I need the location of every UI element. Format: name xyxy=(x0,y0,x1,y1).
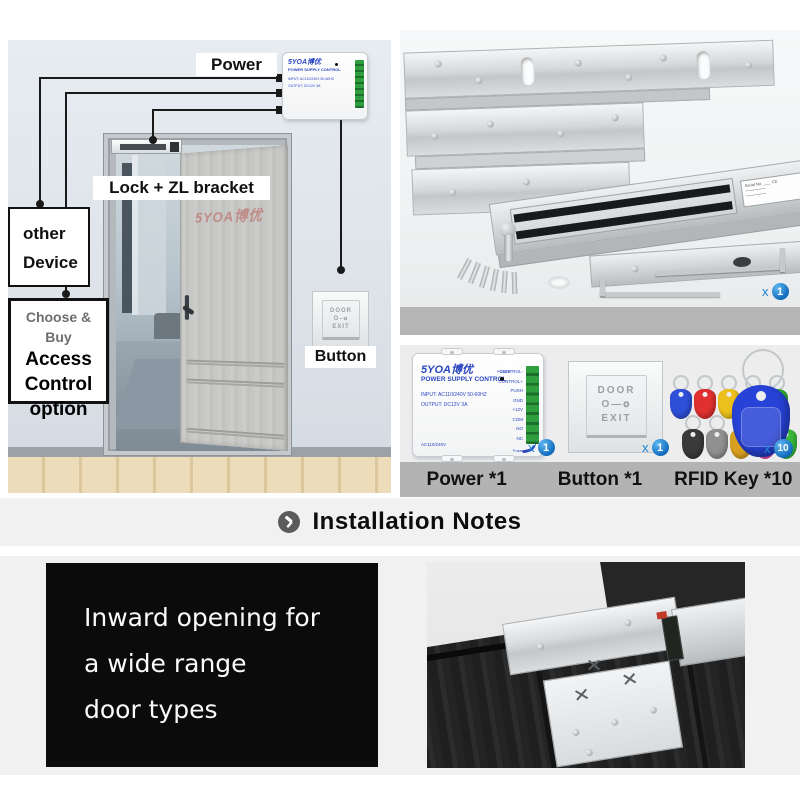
key-icon: O—𝐨 xyxy=(601,399,632,410)
choose-buy-text: Choose & Buy xyxy=(25,309,92,345)
power-led xyxy=(500,377,504,381)
quantity-badge: x 1 xyxy=(642,439,669,456)
quantity-badge: x 1 xyxy=(762,283,789,300)
psu-brand: 5YOA博优 xyxy=(421,364,473,376)
option-text: option xyxy=(29,399,88,420)
window-frame xyxy=(122,163,132,313)
psu-voltage: AC110/240V xyxy=(421,442,447,447)
psu-output: OUTPUT: DC12V 3A xyxy=(421,402,468,408)
rfid-keyfob xyxy=(694,389,716,419)
psu-output: OUTPUT: DC12V 3A xyxy=(288,84,321,88)
psu-title: POWER SUPPLY CONTROL xyxy=(421,376,507,383)
hex-key-bend xyxy=(780,248,785,272)
heading-title: Installation Notes xyxy=(312,508,522,535)
kit-item-label: RFID Key *10 xyxy=(674,468,793,490)
installation-notes-heading: Installation Notes xyxy=(0,498,800,546)
power-led xyxy=(335,63,338,66)
lock-bracket-kit-photo: Serial No. ___ CE―――――――――― x 1 xyxy=(400,30,800,307)
divider-band xyxy=(400,307,800,335)
note-line: a wide range xyxy=(84,649,247,678)
psu-title: POWER SUPPLY CONTROL xyxy=(288,67,341,72)
terminal-block xyxy=(526,366,539,444)
installed-lock-photo xyxy=(427,562,745,768)
qty-number: 1 xyxy=(537,439,555,456)
fuse-label: Fuse xyxy=(513,448,522,453)
bracket-slot xyxy=(520,57,535,86)
key-icon: O–𝐨 xyxy=(333,316,349,322)
accessory-kit-panel: 5YOA博优 POWER SUPPLY CONTROL INPUT: AC110… xyxy=(400,345,800,497)
installation-notes-section: Inward opening for a wide range door typ… xyxy=(0,556,800,775)
exit-button-face: DOOR O—𝐨 EXIT xyxy=(586,375,647,438)
power-label: Power xyxy=(196,53,277,76)
other-device-box: other Device xyxy=(8,207,90,287)
installation-diagram-panel: 5YOA博优 5YOA xyxy=(8,40,391,493)
access-text: Access xyxy=(25,349,92,370)
exit-button-face: DOOR O–𝐨 EXIT xyxy=(322,300,360,340)
note-line: door types xyxy=(84,695,218,724)
rfid-keyfob xyxy=(670,389,692,419)
psu-input: INPUT: AC110/240V 50-60HZ xyxy=(421,392,487,398)
bracket-bar xyxy=(405,102,645,157)
multiplier-x: x xyxy=(762,284,769,299)
multiplier-x: x xyxy=(642,440,649,455)
other-device-line: Device xyxy=(23,253,78,272)
quantity-badge: x 10 xyxy=(764,439,793,458)
psu-input: INPUT: AC110/240V 50-60HZ xyxy=(288,77,335,81)
door-text: DOOR xyxy=(330,308,352,314)
power-supply-unit-small: 5YOA博优 POWER SUPPLY CONTROL INPUT: AC110… xyxy=(282,52,368,120)
hex-key-bend xyxy=(600,278,605,296)
other-device-line: other xyxy=(23,224,66,243)
lock-bracket-label: Lock + ZL bracket xyxy=(93,176,270,200)
sex-bolt xyxy=(500,222,516,238)
hex-key xyxy=(600,292,720,297)
access-control-option-box: Choose & Buy Access Control option xyxy=(8,298,109,420)
multiplier-x: x xyxy=(764,441,771,456)
kit-item-label: Button *1 xyxy=(557,468,643,490)
maglock-slot xyxy=(120,144,166,150)
power-led-label: POWER xyxy=(497,370,511,374)
keyfob-face xyxy=(741,407,781,447)
exit-button-small: DOOR O–𝐨 EXIT xyxy=(312,291,369,348)
control-text: Control xyxy=(24,374,93,395)
note-line: Inward opening for xyxy=(84,603,321,632)
rfid-keyfob xyxy=(682,429,704,459)
qty-number: 10 xyxy=(773,439,793,458)
maglock-cap xyxy=(170,142,179,152)
kit-item-label: Power *1 xyxy=(426,468,507,490)
exit-button: DOOR O—𝐨 EXIT xyxy=(568,361,663,453)
hammer-icon xyxy=(278,511,301,533)
bracket-bar xyxy=(403,39,775,99)
magnetic-lock xyxy=(111,139,182,154)
door-text: DOOR xyxy=(597,385,636,396)
kit-label-band: Power *1 Button *1 RFID Key *10 xyxy=(400,462,800,497)
qty-number: 1 xyxy=(651,439,669,456)
exit-text: EXIT xyxy=(332,324,350,330)
terminal-block xyxy=(355,60,364,108)
bracket-slot xyxy=(696,50,711,80)
psu-brand: 5YOA博优 xyxy=(288,59,322,66)
quantity-badge: x 1 xyxy=(528,439,555,456)
note-text-box: Inward opening for a wide range door typ… xyxy=(46,563,378,767)
qty-number: 1 xyxy=(771,283,789,300)
sex-bolt-shaft xyxy=(504,235,513,261)
rfid-keyfob xyxy=(706,429,728,459)
wood-floor xyxy=(8,457,391,493)
rubber-washer xyxy=(548,276,570,289)
exit-text: EXIT xyxy=(601,413,632,424)
power-supply-unit: 5YOA博优 POWER SUPPLY CONTROL INPUT: AC110… xyxy=(412,348,544,462)
button-label: Button xyxy=(305,346,376,368)
multiplier-x: x xyxy=(528,440,535,455)
